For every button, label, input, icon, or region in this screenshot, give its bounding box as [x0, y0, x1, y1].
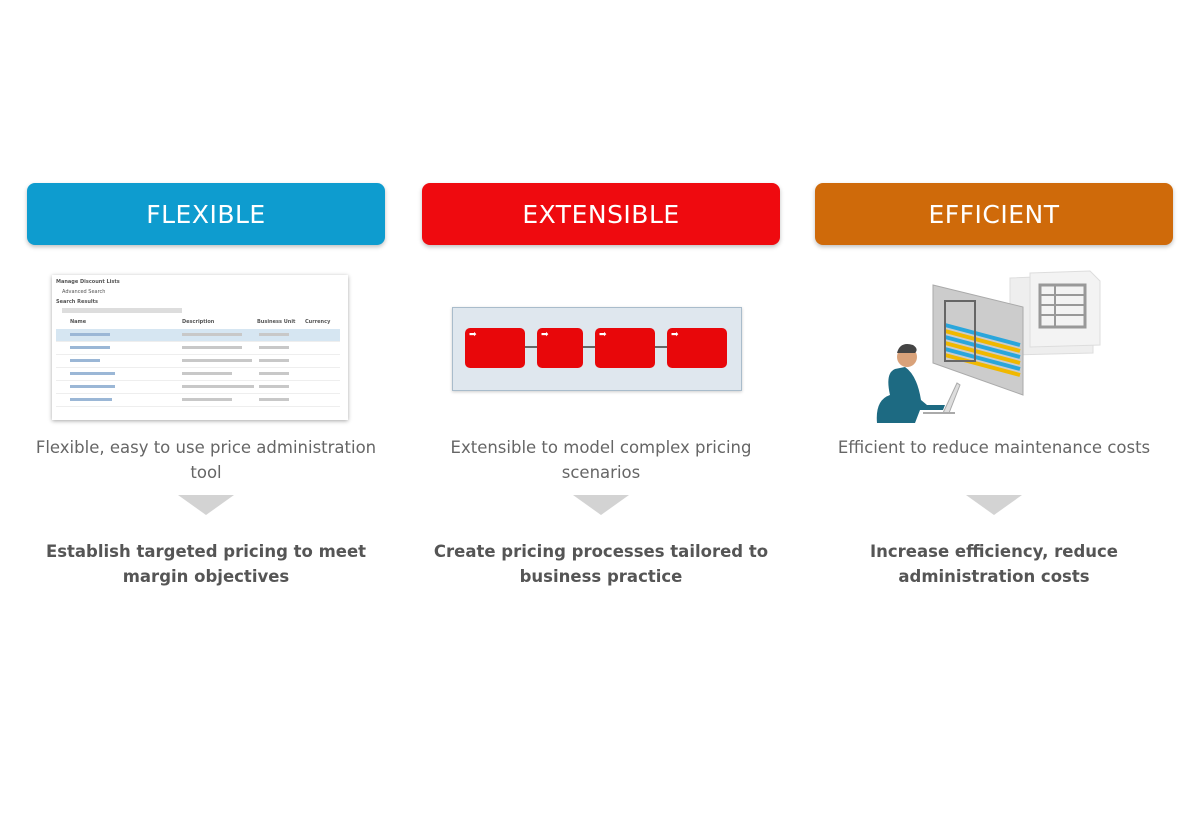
- down-arrow-icon: [573, 495, 629, 515]
- screenshot-title: Manage Discount Lists: [56, 279, 120, 285]
- description: Flexible, easy to use price administrati…: [35, 438, 377, 482]
- result: Establish targeted pricing to meet margi…: [45, 542, 367, 586]
- column-flexible: FLEXIBLE Manage Discount Lists Advanced …: [27, 183, 385, 589]
- person-at-laptop-icon: [815, 245, 1173, 435]
- banner-flexible: FLEXIBLE: [27, 183, 385, 245]
- process-step-icon: ➡: [667, 328, 727, 368]
- banner-extensible: EXTENSIBLE: [422, 183, 780, 245]
- col-header: Currency: [305, 319, 331, 325]
- result: Increase efficiency, reduce administrati…: [870, 542, 1118, 586]
- col-header: Name: [70, 319, 87, 325]
- spreadsheet-icon: [1009, 270, 1101, 356]
- down-arrow-icon: [966, 495, 1022, 515]
- screenshot-results: Search Results: [56, 299, 98, 305]
- result: Create pricing processes tailored to bus…: [433, 542, 769, 586]
- process-flow-diagram: ➡ ➡ ➡ ➡: [422, 245, 780, 435]
- column-efficient: EFFICIENT: [815, 183, 1173, 589]
- process-step-icon: ➡: [595, 328, 655, 368]
- down-arrow-icon: [178, 495, 234, 515]
- screenshot-section: Advanced Search: [62, 289, 106, 295]
- banner-efficient: EFFICIENT: [815, 183, 1173, 245]
- description: Efficient to reduce maintenance costs: [837, 438, 1151, 457]
- price-admin-screenshot: Manage Discount Lists Advanced Search Se…: [27, 245, 385, 435]
- col-header: Business Unit: [257, 319, 296, 325]
- column-extensible: EXTENSIBLE ➡ ➡ ➡ ➡ Extensible to model c…: [422, 183, 780, 589]
- process-step-icon: ➡: [537, 328, 583, 368]
- description: Extensible to model complex pricing scen…: [450, 438, 752, 482]
- col-header: Description: [182, 319, 215, 325]
- process-step-icon: ➡: [465, 328, 525, 368]
